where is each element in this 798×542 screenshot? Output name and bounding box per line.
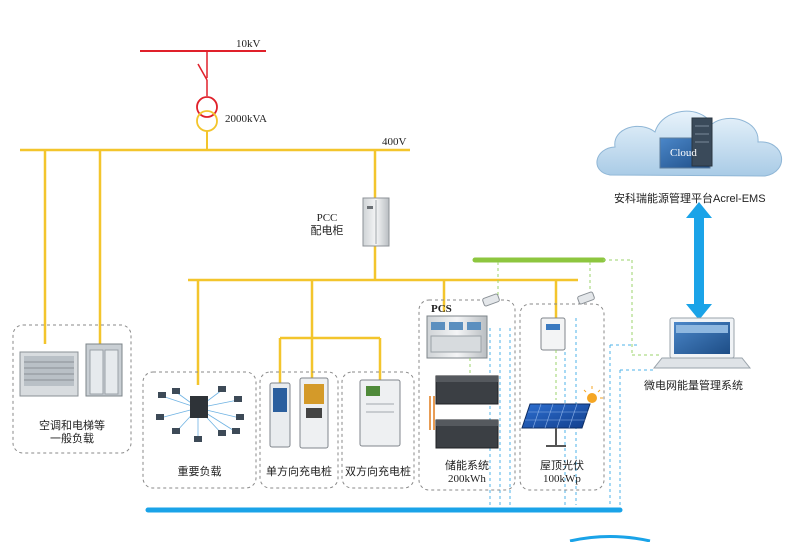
pcc-label-line1: PCC <box>316 212 338 224</box>
sun-icon <box>583 386 603 403</box>
important-load-label: 重要负载 <box>177 466 222 478</box>
storage-capacity: 200kWh <box>448 473 486 485</box>
bi-charger-label: 双方向充电桩 <box>345 466 411 478</box>
general-load-box <box>12 324 132 454</box>
pv-label: 屋顶光伏 100kWp <box>520 460 604 486</box>
important-load-box <box>142 371 257 489</box>
ems-label: 微电网能量管理系统 <box>644 380 743 392</box>
pv-box <box>519 303 605 491</box>
storage-links <box>469 350 557 400</box>
storage-label: 储能系统 200kWh <box>419 460 515 486</box>
elevator-icon <box>85 343 123 397</box>
bidirectional-arrow-icon <box>686 202 712 320</box>
air-conditioner-icon <box>19 351 79 397</box>
general-load-label: 空调和电梯等 一般负载 <box>14 420 130 446</box>
camera-icon <box>482 291 595 307</box>
pcs-cabinet-icon <box>426 315 488 359</box>
storage-box <box>418 299 516 491</box>
battery-pack-icon <box>429 375 499 449</box>
general-load-line1: 空调和电梯等 <box>39 420 105 432</box>
device-links <box>497 259 660 356</box>
inverter-icon <box>540 317 566 351</box>
comm-links <box>489 318 655 505</box>
uni-charger-box <box>259 371 339 489</box>
uni-charger-label: 单方向充电桩 <box>266 466 332 478</box>
breaker-switch-icon <box>197 63 208 81</box>
platform-label: 安科瑞能源管理平台Acrel-EMS <box>614 193 766 205</box>
ac-bus-400v <box>20 148 578 385</box>
bidirectional-charger-icon <box>359 379 401 447</box>
solar-panel-icon <box>521 403 591 447</box>
hv-voltage-label: 10kV <box>236 38 261 50</box>
cloud-icon <box>596 110 782 177</box>
bi-charger-box <box>341 371 415 489</box>
cloud-label: Cloud <box>670 147 697 159</box>
comm-bus-tail <box>569 535 651 542</box>
transformer-icon <box>196 96 218 150</box>
laptop-icon <box>652 317 752 369</box>
pv-label-line1: 屋顶光伏 <box>540 460 584 472</box>
pcc-label: PCC 配电柜 <box>300 212 354 238</box>
pcs-label: PCS <box>431 303 452 315</box>
hv-line <box>140 50 266 96</box>
pcc-label-line2: 配电柜 <box>310 225 344 237</box>
pcc-cabinet-icon <box>362 197 390 247</box>
unidirectional-charger-icon <box>269 377 329 449</box>
transformer-rating-label: 2000kVA <box>225 113 267 125</box>
pv-capacity: 100kWp <box>543 473 581 485</box>
lv-voltage-label: 400V <box>382 136 407 148</box>
server-network-icon <box>156 386 244 442</box>
storage-label-line1: 储能系统 <box>445 460 489 472</box>
general-load-line2: 一般负载 <box>50 433 94 445</box>
